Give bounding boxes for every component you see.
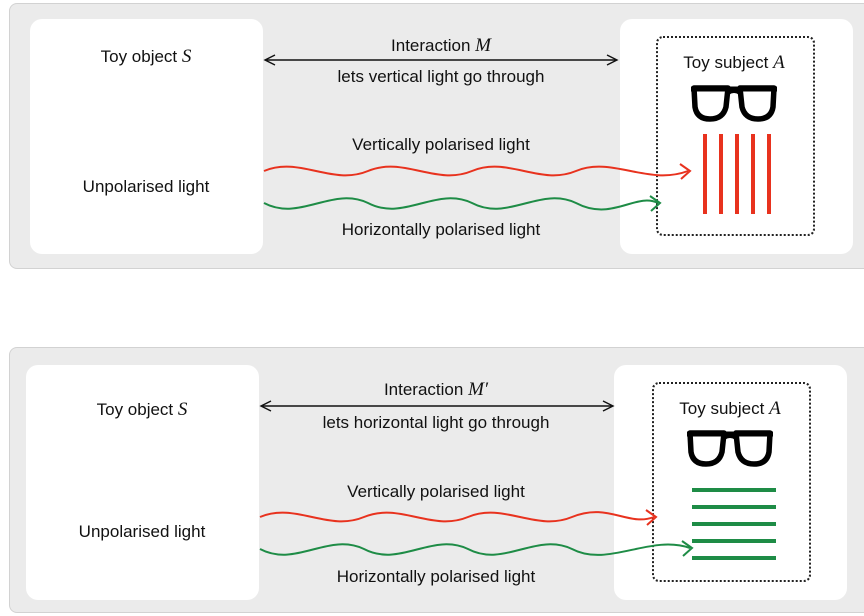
- horizontal-light-arrowhead: [649, 195, 662, 212]
- subject-var: A: [773, 52, 785, 73]
- interaction-desc: lets vertical light go through: [337, 67, 545, 86]
- object-label-text: Toy object: [96, 400, 174, 419]
- object-var: S: [181, 46, 192, 67]
- subject-dotted-frame: [656, 36, 815, 236]
- double-arrow-icon: [259, 400, 615, 412]
- vertical-light-wave: [259, 511, 655, 523]
- toy-object-box: [26, 365, 259, 600]
- horizontal-light-wave: [263, 197, 659, 211]
- glasses-icon: [691, 88, 777, 119]
- toy-object-label: Toy object S: [97, 400, 188, 419]
- vertical-light-wave: [263, 165, 689, 177]
- interaction-var: M′: [468, 379, 489, 400]
- horizontal-light-arrowhead: [681, 540, 694, 557]
- horizontal-light-label: Horizontally polarised light: [336, 567, 536, 586]
- subject-label-text: Toy subject: [679, 399, 765, 418]
- vertical-filter-lines: [703, 134, 771, 214]
- subject-var: A: [769, 398, 781, 419]
- horizontal-light-label: Horizontally polarised light: [341, 220, 541, 239]
- interaction-text: Interaction: [391, 36, 471, 55]
- vertical-light-arrowhead: [645, 509, 658, 526]
- interaction-desc: lets horizontal light go through: [322, 413, 550, 432]
- toy-object-box: [30, 19, 263, 254]
- unpolarised-light-label: Unpolarised light: [82, 177, 210, 196]
- horizontal-light-wave: [259, 543, 691, 556]
- interaction-var: M: [475, 35, 491, 56]
- toy-subject-label: Toy subject A: [683, 53, 784, 72]
- vertical-light-arrowhead: [679, 163, 692, 180]
- interaction-text: Interaction: [383, 380, 464, 399]
- glasses-icon: [687, 433, 773, 464]
- interaction-label: Interaction M: [391, 36, 491, 55]
- double-arrow-icon: [263, 54, 619, 66]
- unpolarised-light-label: Unpolarised light: [78, 522, 206, 541]
- subject-dotted-frame: [652, 382, 811, 582]
- interaction-label: Interaction M′: [384, 380, 488, 399]
- object-label-text: Toy object: [100, 47, 178, 66]
- subject-label-text: Toy subject: [683, 53, 769, 72]
- toy-subject-label: Toy subject A: [679, 399, 780, 418]
- toy-object-label: Toy object S: [101, 47, 192, 66]
- horizontal-filter-lines: [692, 488, 776, 560]
- vertical-light-label: Vertically polarised light: [347, 482, 525, 501]
- vertical-light-label: Vertically polarised light: [352, 135, 530, 154]
- object-var: S: [177, 399, 188, 420]
